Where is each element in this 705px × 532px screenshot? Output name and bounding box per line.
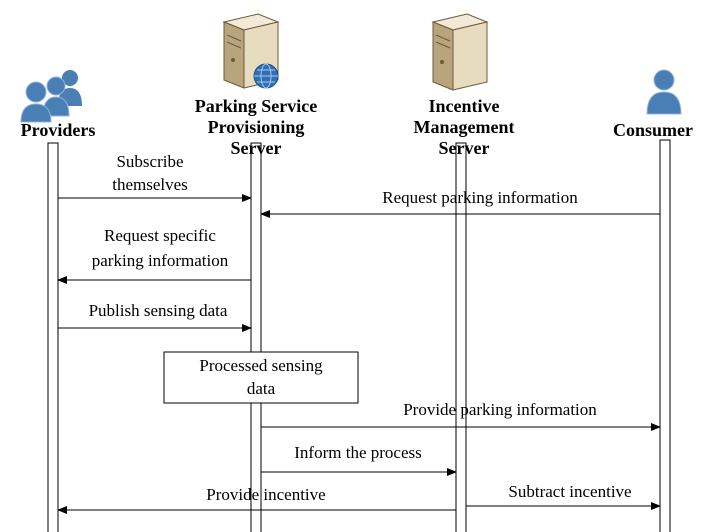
incentive-server-label-line-1: Incentive — [429, 96, 500, 116]
message-inform-the-process: Inform the process — [261, 443, 457, 476]
parking-server-label-line-1: Parking Service — [195, 96, 317, 116]
user-icon — [646, 69, 682, 115]
note-label: Processed sensing — [199, 356, 323, 375]
message-provide-incentive: Provide incentive — [57, 485, 456, 514]
providers-label: Providers — [21, 120, 96, 140]
message-provide-parking-information: Provide parking information — [261, 400, 661, 431]
incentive-server-label-line-2: Management — [414, 117, 515, 137]
incentive-server-lifeline — [455, 142, 467, 532]
message-publish-sensing-data: Publish sensing data — [58, 301, 252, 332]
consumer-label: Consumer — [613, 120, 693, 140]
parking-server-label-line-2: Provisioning — [208, 117, 305, 137]
note-label: data — [247, 379, 276, 398]
parking-server-label-line-3: Server — [231, 138, 282, 158]
web-server-icon — [222, 13, 280, 89]
server-icon — [431, 13, 489, 91]
message-label: Inform the process — [294, 443, 421, 462]
message-request-specific-parking-information: Request specific parking information — [57, 226, 251, 284]
consumer-lifeline — [659, 139, 671, 532]
message-label: Provide incentive — [206, 485, 325, 504]
message-label: parking information — [92, 251, 229, 270]
message-label: Request parking information — [382, 188, 578, 207]
message-label: Provide parking information — [403, 400, 597, 419]
message-label: Subscribe — [116, 152, 183, 171]
providers-lifeline — [47, 142, 59, 532]
message-label: Subtract incentive — [508, 482, 631, 501]
message-subtract-incentive: Subtract incentive — [466, 482, 661, 510]
incentive-server-label-line-3: Server — [439, 138, 490, 158]
message-request-parking-information: Request parking information — [260, 188, 660, 218]
message-label: themselves — [112, 175, 188, 194]
users-group-icon — [20, 70, 82, 123]
message-subscribe-themselves: Subscribe themselves — [58, 152, 252, 202]
parking-server-lifeline — [250, 142, 262, 532]
message-label: Publish sensing data — [89, 301, 228, 320]
processed-sensing-data-note: Processed sensing data — [163, 351, 359, 404]
message-label: Request specific — [104, 226, 216, 245]
